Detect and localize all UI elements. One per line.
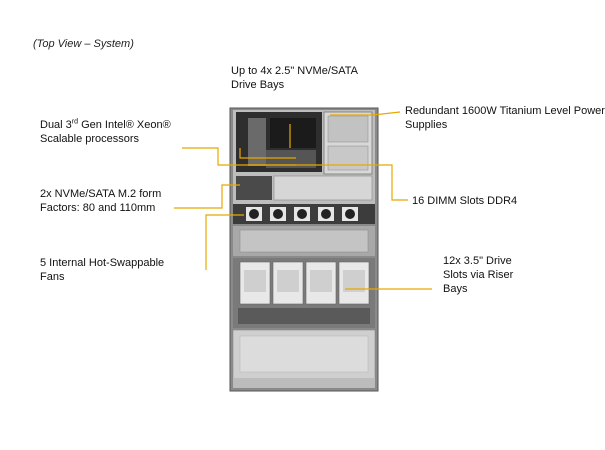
cpu-heatsink-area	[270, 118, 316, 148]
callout-cpu-sup: rd	[71, 118, 79, 126]
callout-cpu: Dual 3rd Gen Intel® Xeon® Scalable proce…	[40, 118, 171, 146]
callout-cpu-line1: Dual 3rd Gen Intel® Xeon®	[40, 118, 171, 132]
callout-dimm-line1: 16 DIMM Slots DDR4	[412, 195, 518, 207]
callout-drive-bays-line2: Drive Bays	[231, 79, 285, 91]
callout-cpu-pre: Dual 3	[40, 119, 72, 131]
callout-psu-line2: Supplies	[405, 119, 448, 131]
fans-callout-line	[205, 214, 244, 270]
callout-cpu-line2: Scalable processors	[40, 133, 140, 145]
m2-callout-line	[174, 184, 240, 209]
psu-callout-line	[330, 111, 401, 116]
callout-drive-bays: Up to 4x 2.5" NVMe/SATA Drive Bays	[231, 64, 358, 92]
callout-cpu-post: Gen Intel® Xeon®	[78, 119, 171, 131]
drive-trays	[239, 261, 370, 305]
callout-m2-line1: 2x NVMe/SATA M.2 form	[40, 188, 162, 200]
callout-lines	[174, 111, 432, 290]
callout-riser-line1: 12x 3.5" Drive	[443, 255, 512, 267]
server-chassis	[229, 107, 379, 392]
dimm-callout-line	[248, 164, 408, 201]
callout-fans-line1: 5 Internal Hot-Swappable	[40, 257, 165, 269]
callout-riser-line3: Bays	[443, 283, 468, 295]
callout-m2: 2x NVMe/SATA M.2 form Factors: 80 and 11…	[40, 187, 161, 215]
callout-dimm: 16 DIMM Slots DDR4	[412, 194, 517, 208]
callout-riser: 12x 3.5" Drive Slots via Riser Bays	[443, 254, 513, 296]
callout-psu-line1: Redundant 1600W Titanium Level Power	[405, 105, 605, 117]
callout-riser-line2: Slots via Riser	[443, 269, 514, 281]
callout-fans: 5 Internal Hot-Swappable Fans	[40, 256, 164, 284]
callout-drive-bays-line1: Up to 4x 2.5" NVMe/SATA	[231, 65, 358, 77]
fan-icons	[246, 207, 358, 221]
callout-fans-line2: Fans	[40, 271, 65, 283]
callout-psu: Redundant 1600W Titanium Level Power Sup…	[405, 104, 605, 132]
callout-m2-line2: Factors: 80 and 110mm	[40, 202, 156, 214]
air-shroud	[273, 175, 373, 201]
view-caption: (Top View – System)	[33, 38, 134, 50]
